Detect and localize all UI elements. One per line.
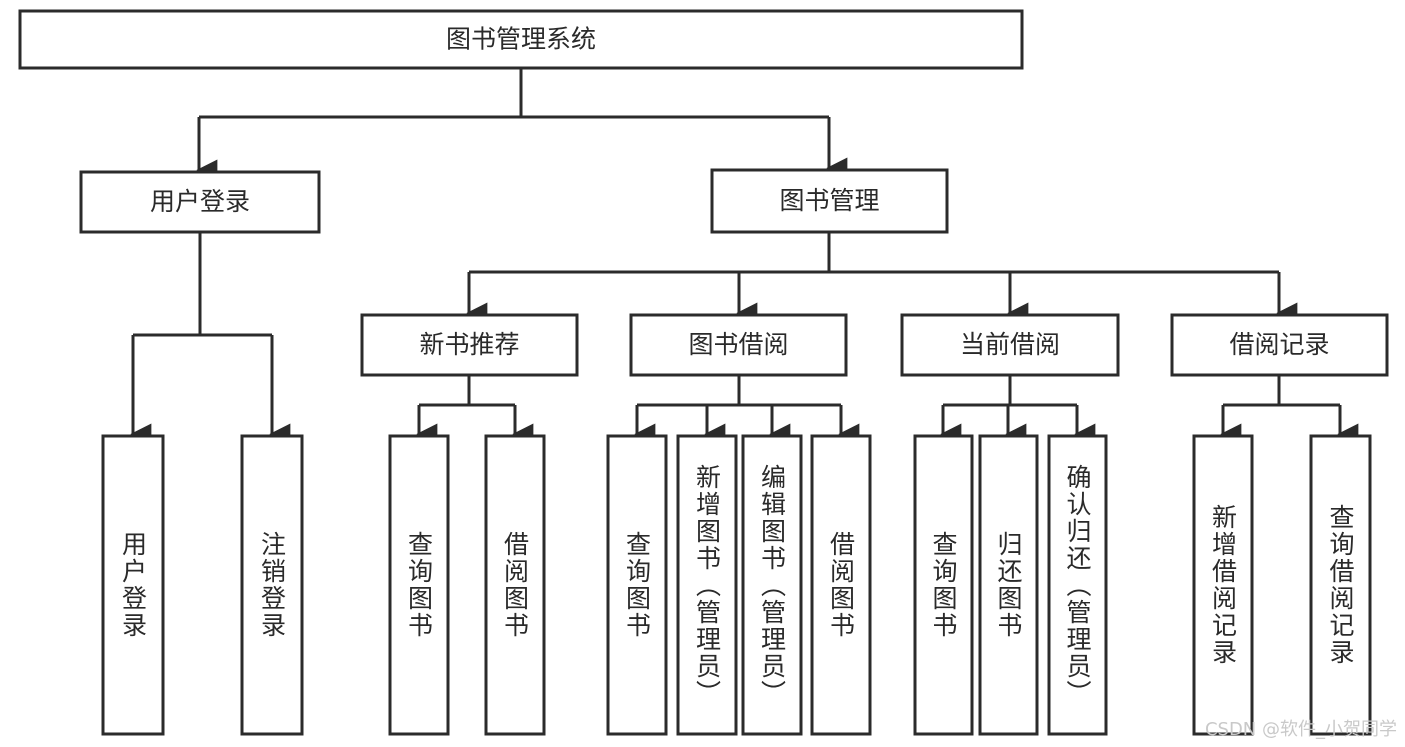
node-label-new-book-recommend: 新书推荐 [419,330,519,359]
connector-current-borrow [940,375,1096,445]
node-box-book-management[interactable] [710,168,949,234]
node-box-current-borrow[interactable] [900,313,1120,377]
node-label-book-management: 图书管理 [779,186,879,215]
node-label-user-login: 用户登录 [150,187,250,216]
node-box-leaf-user-login[interactable] [101,434,165,736]
node-box-leaf-confirm-return[interactable] [1047,434,1108,736]
node-box-leaf-edit-book[interactable] [741,434,803,736]
connector-new-book-recommend [416,375,534,445]
node-box-leaf-borrow-book[interactable] [810,434,872,736]
node-box-leaf-query-book-borrow[interactable] [606,434,668,736]
node-box-leaf-borrow-book-recommend[interactable] [484,434,546,736]
node-box-leaf-return-book[interactable] [978,434,1039,736]
node-box-leaf-query-book-current[interactable] [913,434,974,736]
node-box-layer [18,9,1389,736]
node-box-borrow-record[interactable] [1170,313,1389,377]
node-box-leaf-add-book[interactable] [676,434,738,736]
node-box-root[interactable] [18,9,1024,70]
node-label-book-borrow: 图书借阅 [688,330,788,359]
node-label-current-borrow: 当前借阅 [960,330,1060,359]
node-box-user-login[interactable] [79,170,321,234]
connector-book-borrow [634,375,860,445]
node-box-leaf-query-borrow-record[interactable] [1309,434,1372,736]
connector-book-management [466,232,1298,324]
watermark: CSDN @软件_小贺同学 [1204,719,1397,740]
node-label-borrow-record: 借阅记录 [1229,330,1329,359]
node-box-leaf-user-logout[interactable] [240,434,304,736]
node-box-book-borrow[interactable] [629,313,848,377]
connector-borrow-record [1220,375,1359,445]
node-box-new-book-recommend[interactable] [360,313,579,377]
node-box-leaf-add-borrow-record[interactable] [1192,434,1254,736]
connector-layer [130,68,1359,445]
connector-root [196,68,848,181]
connector-user-login [130,232,291,445]
node-label-root: 图书管理系统 [446,25,596,54]
node-box-leaf-query-book-recommend[interactable] [388,434,450,736]
